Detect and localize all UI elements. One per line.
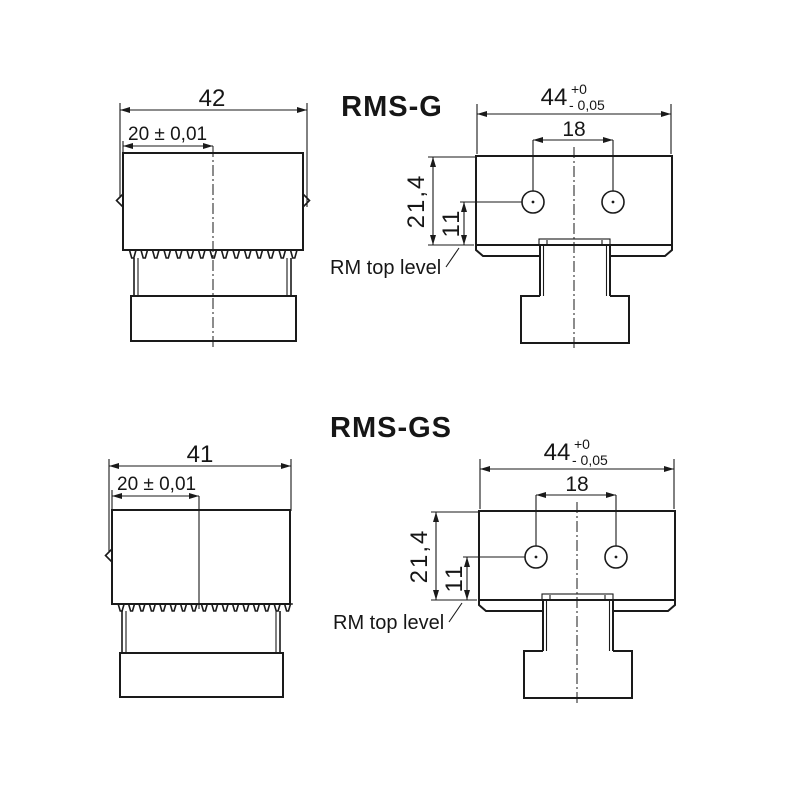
hole-center-dot-left [531,200,535,204]
bottom-lip-right [610,245,673,257]
side-view: 44 +0 - 0,05 18 21, [330,81,673,350]
tolerance-upper: +0 [571,81,587,97]
dim-text-214: 21,4 [403,174,430,229]
mounting-hole-right [601,190,625,214]
note-rm-top-level: RM top level [330,257,441,279]
serration-teeth [116,603,293,612]
title-rms-gs: RMS-GS [330,412,452,444]
front-view-rms-g: 42 20 ± 0,01 [115,85,311,347]
side-notch-left [115,193,124,208]
dim-text-41: 41 [187,441,214,468]
bottom-lip-left [475,245,539,257]
base-block [119,652,284,698]
hole-center-dot-right [611,200,615,204]
side-view-rms-gs-instance [333,436,675,705]
dim-text-11: 11 [438,209,465,238]
leader-line-rm-top-level [445,247,460,268]
title-rms-g: RMS-G [341,91,443,123]
side-notch-left [104,548,113,563]
dim-text-20: 20 ± 0,01 [128,124,207,145]
front-view-rms-gs: 41 20 ± 0,01 [104,441,293,698]
dim-text-44: 44 [541,84,568,111]
side-notch-right [302,193,311,208]
dim-text-42: 42 [199,85,226,112]
dim-text-20b: 20 ± 0,01 [117,474,196,495]
foot-block [520,295,630,344]
dim-text-18: 18 [562,118,585,141]
serration-teeth [127,249,300,259]
tolerance-lower: - 0,05 [569,97,605,113]
jaw-body [111,509,291,605]
